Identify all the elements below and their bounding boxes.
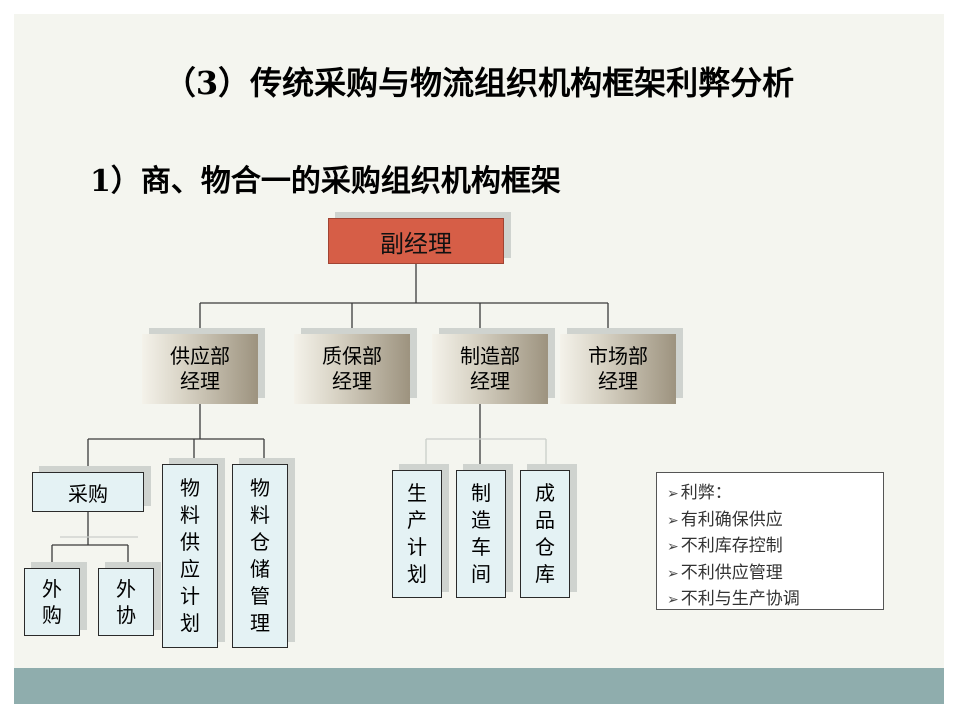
material-supply-plan-char: 物 (180, 476, 200, 500)
production-plan-char: 产 (407, 508, 427, 532)
material-storage-char: 仓 (250, 530, 270, 554)
vice-manager-box: 副经理 (328, 218, 504, 264)
manufacturing-workshop-char: 间 (471, 562, 491, 586)
arrow-bullet-icon: ➢ (667, 512, 679, 529)
manufacturing-workshop-char: 造 (471, 508, 491, 532)
pros-cons-item: ➢不利与生产协调 (667, 589, 800, 609)
pros-cons-box: ➢利弊： ➢有利确保供应 ➢不利库存控制 ➢不利供应管理 ➢不利与生产协调 (656, 472, 884, 610)
material-storage-box: 物 料 仓 储 管 理 (232, 464, 288, 648)
finished-goods-warehouse-char: 库 (535, 562, 555, 586)
connector-lines (51, 264, 609, 568)
material-supply-plan-char: 划 (180, 611, 200, 635)
production-plan-char: 计 (407, 535, 427, 559)
production-plan-box: 生 产 计 划 (392, 470, 442, 598)
finished-goods-warehouse-char: 品 (535, 508, 555, 532)
arrow-bullet-icon: ➢ (667, 565, 679, 582)
manufacturing-workshop-char: 制 (471, 481, 491, 505)
footer-bar (14, 668, 944, 704)
manufacturing-workshop-char: 车 (471, 535, 491, 559)
material-supply-plan-char: 计 (180, 584, 200, 608)
arrow-bullet-icon: ➢ (667, 486, 679, 502)
supply-manager-box: 供应部 经理 (142, 334, 258, 404)
material-storage-char: 料 (250, 503, 270, 527)
material-supply-plan-char: 应 (180, 557, 200, 581)
waigou-box: 外 购 (24, 568, 80, 636)
slide-subtitle: 1）商、物合一的采购组织机构框架 (90, 164, 561, 199)
material-storage-char: 理 (250, 611, 270, 635)
arrow-bullet-icon: ➢ (667, 539, 679, 555)
waixie-box: 外 协 (98, 568, 154, 636)
material-supply-plan-char: 料 (180, 503, 200, 527)
manufacturing-manager-box: 制造部 经理 (432, 334, 548, 404)
slide-title: （3）传统采购与物流组织机构框架利弊分析 (163, 64, 795, 102)
pros-cons-item: ➢有利确保供应 (667, 509, 783, 530)
finished-goods-warehouse-char: 仓 (535, 535, 555, 559)
material-supply-plan-char: 供 (180, 530, 200, 554)
pros-cons-item: ➢利弊： (667, 483, 732, 503)
manufacturing-workshop-box: 制 造 车 间 (456, 470, 506, 598)
purchase-box: 采购 (32, 472, 144, 512)
pros-cons-item: ➢不利库存控制 (667, 536, 783, 556)
material-storage-char: 储 (250, 557, 270, 581)
material-storage-char: 管 (250, 584, 270, 608)
material-storage-char: 物 (250, 476, 270, 500)
slide: （3）传统采购与物流组织机构框架利弊分析 1）商、物合一的采购组织机构框架 (14, 14, 944, 704)
arrow-bullet-icon: ➢ (667, 592, 679, 608)
finished-goods-warehouse-char: 成 (535, 481, 555, 505)
finished-goods-warehouse-box: 成 品 仓 库 (520, 470, 570, 598)
pros-cons-item: ➢不利供应管理 (667, 562, 783, 583)
production-plan-char: 生 (407, 481, 427, 505)
material-supply-plan-box: 物 料 供 应 计 划 (162, 464, 218, 648)
quality-manager-box: 质保部 经理 (294, 334, 410, 404)
production-plan-char: 划 (407, 562, 427, 586)
market-manager-box: 市场部 经理 (560, 334, 676, 404)
